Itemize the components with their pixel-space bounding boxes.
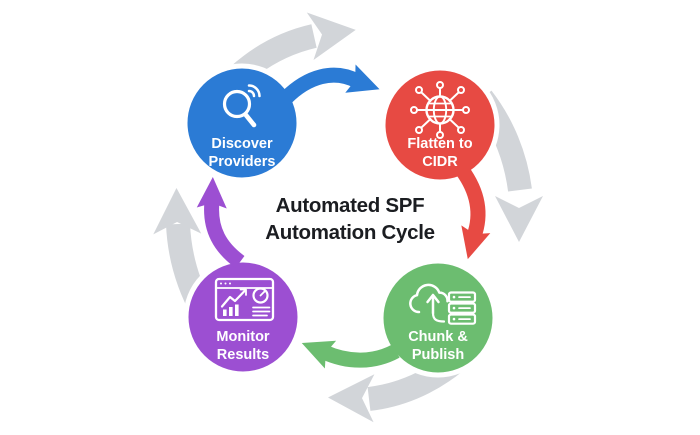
node-label-line2: Providers: [209, 154, 276, 170]
arrowhead-chunk-to-monitor-icon: [301, 340, 337, 369]
node-label-line2: Results: [217, 347, 269, 363]
arrowhead-flatten-to-chunk-icon: [461, 225, 491, 260]
ring-arrowhead-left-icon: [153, 188, 202, 235]
node-label-line1: Flatten to: [407, 136, 472, 152]
node-label-line1: Chunk &: [408, 329, 468, 345]
flow-arrows: [196, 64, 491, 369]
ring-arrowhead-top-icon: [306, 12, 356, 60]
node-circle-chunk-publish: [378, 258, 498, 378]
ring-arrowhead-right-icon: [495, 196, 543, 242]
node-monitor-results: Monitor Results: [214, 277, 275, 363]
arrow-discover-to-flatten: [280, 67, 361, 104]
arrow-flatten-to-chunk: [455, 165, 486, 239]
node-flatten-to-cidr: Flatten to CIDR: [407, 81, 473, 170]
arrow-monitor-to-discover: [204, 200, 245, 269]
cloud-upload-servers-icon: [409, 283, 477, 325]
diagram-title: Automated SPF Automation Cycle: [265, 194, 435, 244]
node-discover-providers: Discover Providers: [209, 84, 276, 170]
arrowhead-discover-to-flatten-icon: [345, 64, 380, 93]
node-label-line1: Monitor: [216, 329, 270, 345]
diagram-title-line2: Automation Cycle: [265, 221, 434, 244]
node-label-line2: Publish: [412, 347, 464, 363]
arrowhead-monitor-to-discover-icon: [196, 177, 227, 209]
diagram-title-line1: Automated SPF: [276, 194, 425, 217]
node-circle-discover-providers: [182, 63, 302, 183]
dashboard-metrics-icon: [214, 277, 275, 322]
network-globe-icon: [410, 81, 470, 139]
arrow-chunk-to-monitor: [320, 344, 400, 368]
search-signal-icon: [222, 84, 261, 128]
node-label-line2: CIDR: [422, 154, 458, 170]
node-chunk-publish: Chunk & Publish: [408, 283, 477, 363]
ring-arrowhead-bottom-icon: [328, 374, 375, 423]
node-label-line1: Discover: [211, 136, 273, 152]
